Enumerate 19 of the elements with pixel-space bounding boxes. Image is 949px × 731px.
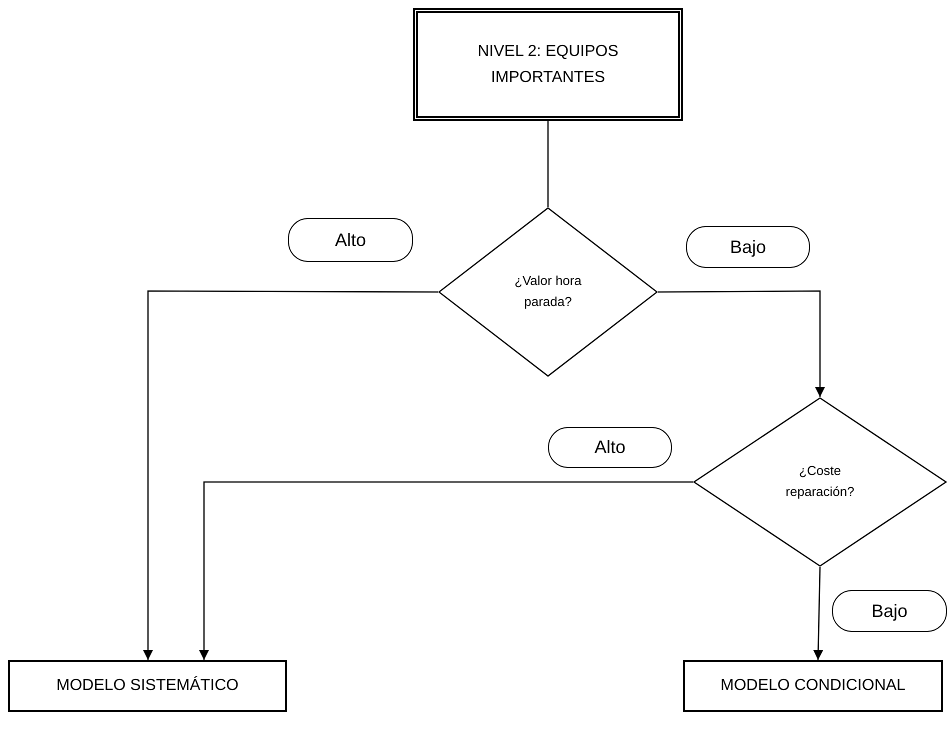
decision-diamond <box>438 207 658 377</box>
edge-label: Bajo <box>832 590 947 632</box>
arrow <box>199 481 693 660</box>
arrow <box>658 290 825 397</box>
decision-text: ¿Valor hora parada? <box>514 272 582 311</box>
edge-label: Alto <box>288 218 413 262</box>
arrow <box>813 566 824 660</box>
edge-label: Alto <box>548 427 672 468</box>
decision-diamond <box>693 397 947 567</box>
connector-line <box>547 121 549 207</box>
process-box <box>413 8 683 121</box>
box-text: MODELO CONDICIONAL <box>720 676 906 696</box>
box-text: NIVEL 2: EQUIPOS IMPORTANTES <box>476 42 620 88</box>
process-box <box>8 660 287 712</box>
box-text: MODELO SISTEMÁTICO <box>56 675 239 696</box>
decision-text: ¿Coste reparación? <box>784 462 856 501</box>
arrow <box>143 290 438 660</box>
edge-label: Bajo <box>686 226 810 268</box>
process-box <box>683 660 943 712</box>
